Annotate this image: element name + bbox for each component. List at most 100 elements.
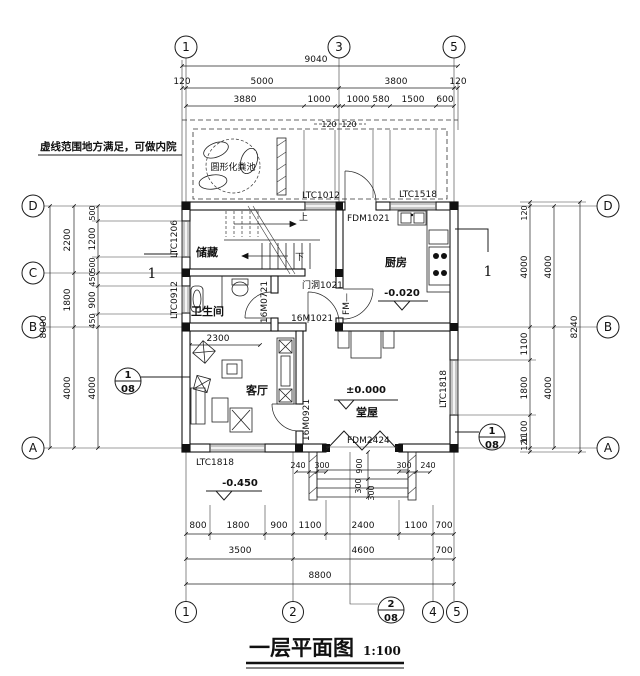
dim-label: 700 — [435, 521, 452, 531]
dim-label: 1000 — [308, 95, 331, 105]
axis-bubble-left-C — [21, 261, 45, 285]
drawing-title: 一层平面图 — [249, 636, 354, 660]
section-marks: 1 08 1 08 2 08 1 1 — [114, 228, 506, 624]
svg-text:08: 08 — [384, 613, 398, 624]
section-cut-1-left: 1 — [144, 253, 178, 282]
axis-label: 2 — [289, 605, 297, 619]
dim-label: 1200 — [88, 227, 98, 250]
dim-label: 120 — [321, 120, 336, 129]
dim-label: 900 — [88, 291, 98, 308]
room-label-bathroom: 卫生间 — [191, 304, 224, 318]
dim-label: 700 — [435, 546, 452, 556]
living-furniture — [190, 340, 253, 433]
axis-label: B — [29, 320, 37, 334]
opening-label-ltc0912: LTC0912 — [170, 281, 180, 319]
dim-label: 1100 — [299, 521, 322, 531]
dim-label: 4600 — [352, 546, 375, 556]
dim-label: 1800 — [63, 288, 73, 311]
opening-label-ltc1012: LTC1012 — [302, 191, 340, 201]
axis-bubble-left-A — [21, 436, 45, 460]
room-label-living: 客厅 — [245, 383, 268, 397]
dim-label: 600 — [436, 95, 453, 105]
axis-bubble-bottom-5 — [446, 601, 468, 623]
svg-text:1: 1 — [125, 370, 132, 381]
dim-label: 240 — [420, 461, 435, 470]
dim-label: 2300 — [207, 334, 230, 344]
axis-label: 1 — [182, 605, 190, 619]
opening-label-16m1021: 16M1021 — [291, 314, 333, 324]
dim-label: 4000 — [520, 255, 530, 278]
dim-label: 120 — [520, 435, 529, 450]
section-cut-1-right: 1 — [455, 228, 493, 280]
dim-label: 1000 — [347, 95, 370, 105]
svg-text:1: 1 — [489, 426, 496, 437]
level-mark-outdoor: -0.450 — [206, 478, 262, 501]
axis-label: 4 — [429, 605, 437, 619]
opening-label-ltc1818-east: LTC1818 — [439, 370, 449, 408]
opening-label-16m0921: 16M0921 — [302, 399, 312, 441]
dim-label: 300 — [314, 461, 329, 470]
dim-label: 5000 — [251, 77, 274, 87]
level-mark-hall: ±0.000 — [334, 385, 398, 410]
axis-bubble-top-5 — [442, 35, 466, 59]
svg-text:2: 2 — [388, 599, 395, 610]
axis-label: 1 — [182, 40, 190, 54]
dim-label: 8800 — [309, 571, 332, 581]
room-label-hall: 堂屋 — [356, 405, 378, 419]
tv-cabinet — [276, 337, 295, 405]
section-mark-right: 1 08 — [455, 423, 506, 451]
axis-bubble-top-3 — [327, 35, 351, 59]
dim-label: 3800 — [385, 77, 408, 87]
level-mark-kitchen: -0.020 — [378, 288, 428, 311]
dim-label: 2200 — [63, 228, 73, 251]
opening-label-ltc1206: LTC1206 — [170, 220, 180, 258]
axis-bubble-left-D — [21, 194, 45, 218]
dim-label: 120 — [520, 205, 529, 220]
axis-label: B — [604, 320, 612, 334]
axis-label: 3 — [335, 40, 343, 54]
room-label-storage: 储藏 — [196, 245, 218, 259]
window-ltc1518 — [389, 201, 437, 211]
walls — [181, 201, 459, 453]
dim-label: 300 — [396, 461, 411, 470]
courtyard-note-text: 虚线范围地方满足，可做内院 — [40, 140, 177, 153]
dim-label: 300 — [354, 478, 363, 493]
axis-bubble-right-B — [596, 315, 620, 339]
dim-label: 1800 — [227, 521, 250, 531]
axis-grid: 1 3 5 1 2 4 5 D C B A D B A — [21, 35, 620, 623]
septic-tank: 圆形化粪池 — [198, 137, 287, 196]
dim-label: 800 — [189, 521, 206, 531]
dim-label: 500 — [88, 205, 97, 220]
stair-up-label: 上 — [299, 212, 308, 223]
dim-label: 4000 — [88, 376, 98, 399]
svg-text:1: 1 — [484, 264, 493, 280]
axis-bubble-right-D — [596, 194, 620, 218]
dim-label: 9040 — [305, 55, 328, 65]
axis-label: A — [604, 441, 613, 455]
opening-label-fdm2424: FDM2424 — [347, 436, 390, 446]
dim-label: 1100 — [405, 521, 428, 531]
dim-label: 120 — [341, 120, 356, 129]
dim-label: 2400 — [352, 521, 375, 531]
dim-label: 1100 — [520, 332, 530, 355]
fixtures — [190, 205, 451, 433]
dim-label: 300 — [367, 485, 376, 500]
door-fdm2424 — [325, 430, 399, 451]
dimensions: 9040 120 5000 3800 120 3880 1000 1000 58… — [39, 55, 583, 587]
opening-label-mendong1021: 门洞1021 — [302, 279, 343, 291]
window-ltc0912 — [181, 285, 191, 314]
dim-label: 1800 — [520, 376, 530, 399]
dim-label: 450 — [88, 271, 97, 286]
dim-label: 1100 — [520, 420, 530, 443]
dim-label: 900 — [270, 521, 287, 531]
dim-label: 500 — [88, 257, 97, 272]
svg-text:±0.000: ±0.000 — [346, 385, 386, 396]
axis-bubble-left-B — [21, 315, 45, 339]
opening-label-ltc1518: LTC1518 — [399, 190, 437, 200]
opening-label-fdm1021: FDM1021 — [347, 214, 390, 224]
section-mark-left: 1 08 — [114, 367, 190, 395]
opening-label-16m0721: 16M0721 — [260, 281, 270, 323]
